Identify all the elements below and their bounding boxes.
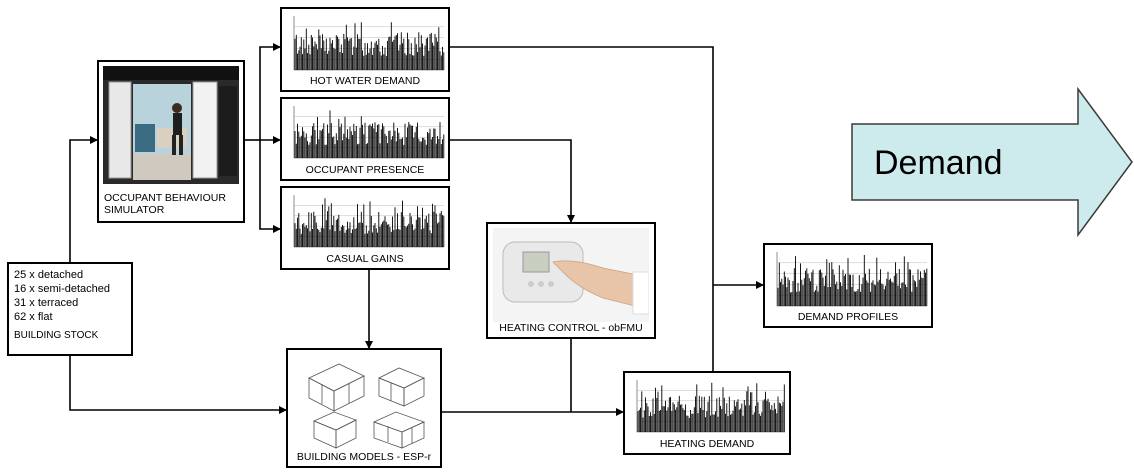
casual-gains-box: CASUAL GAINS <box>280 186 450 270</box>
occupant-simulator-photo <box>103 66 239 184</box>
stock-semi-detached: 16 x semi-detached <box>14 283 110 295</box>
demand-profiles-label: DEMAND PROFILES <box>797 311 899 323</box>
chart-thumbnail-bars <box>293 106 445 159</box>
occupant-presence-chart <box>293 106 445 159</box>
stock-detached: 25 x detached <box>14 269 84 281</box>
occupant-presence-label: OCCUPANT PRESENCE <box>305 164 425 176</box>
demand-big-arrow-label: Demand <box>874 144 1003 182</box>
occupant-simulator-label-line-2: SIMULATOR <box>104 204 165 216</box>
demand-profiles-chart <box>776 252 928 307</box>
building-models-drawings <box>308 363 426 449</box>
casual-gains-label: CASUAL GAINS <box>326 253 404 265</box>
heating-control-photo <box>493 228 649 322</box>
chart-thumbnail-bars <box>776 252 928 307</box>
arrow-to-hotwater <box>259 43 281 140</box>
demand-big-arrow: Demand <box>851 87 1133 237</box>
hot-water-demand-label: HOT WATER DEMAND <box>309 75 421 87</box>
casual-gains-chart <box>293 195 445 248</box>
chart-thumbnail-bars <box>293 195 445 248</box>
line-hotwater-right <box>450 46 714 371</box>
chart-thumbnail-bars <box>636 380 785 433</box>
occupant-presence-box: OCCUPANT PRESENCE <box>280 97 450 181</box>
arrow-to-casual <box>259 140 281 233</box>
heating-demand-label: HEATING DEMAND <box>659 438 755 450</box>
building-models-box: BUILDING MODELS - ESP-r <box>286 348 442 468</box>
stock-terraced: 31 x terraced <box>14 297 79 309</box>
heating-demand-chart <box>636 380 785 433</box>
stock-flat: 62 x flat <box>14 311 53 323</box>
building-models-label: BUILDING MODELS - ESP-r <box>296 451 432 463</box>
occupant-simulator-box: OCCUPANT BEHAVIOUR SIMULATOR <box>97 60 245 223</box>
heating-control-label: HEATING CONTROL - obFMU <box>499 322 643 334</box>
arrow-stock-to-simulator <box>69 136 98 262</box>
arrow-presence-to-control <box>450 139 575 223</box>
occupant-simulator-label: OCCUPANT BEHAVIOUR SIMULATOR <box>104 192 243 216</box>
demand-profiles-box: DEMAND PROFILES <box>763 243 933 328</box>
arrow-stock-to-models <box>69 356 287 414</box>
hot-water-demand-chart <box>293 16 445 71</box>
building-stock-title: BUILDING STOCK <box>14 330 99 341</box>
chart-thumbnail-bars <box>293 16 445 71</box>
building-stock-box: 25 x detached 16 x semi-detached 31 x te… <box>7 262 133 356</box>
occupant-simulator-label-line-1: OCCUPANT BEHAVIOUR <box>104 192 226 204</box>
heating-demand-box: HEATING DEMAND <box>623 371 791 455</box>
heating-control-box: HEATING CONTROL - obFMU <box>486 222 656 339</box>
hot-water-demand-box: HOT WATER DEMAND <box>280 7 450 92</box>
